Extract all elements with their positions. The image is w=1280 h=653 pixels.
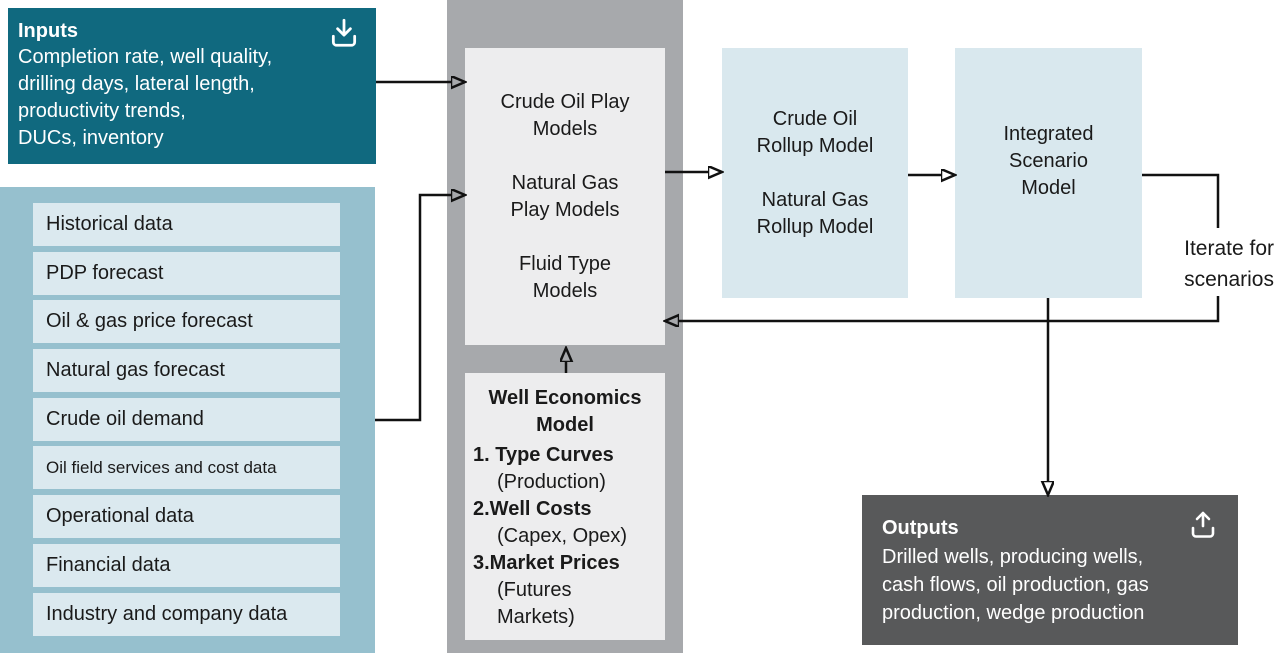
upload-icon bbox=[1191, 511, 1215, 538]
download-icon bbox=[331, 18, 357, 47]
data-source-label: Industry and company data bbox=[46, 602, 288, 625]
integrated-scenario-box: Integrated Scenario Model bbox=[955, 48, 1142, 298]
well-economics-item-detail: (Futures Markets) bbox=[497, 579, 575, 628]
inputs-box: Inputs Completion rate, well quality, dr… bbox=[8, 8, 376, 164]
well-economics-box: Well Economics Model 1. Type Curves (Pro… bbox=[465, 373, 665, 640]
integrated-scenario-label: Integrated Scenario Model bbox=[1003, 122, 1094, 199]
data-source-label: Oil & gas price forecast bbox=[46, 310, 253, 333]
data-source-label: Operational data bbox=[46, 505, 194, 528]
well-economics-item-label: 2.Well Costs bbox=[473, 498, 592, 520]
data-source-label: Historical data bbox=[46, 213, 173, 235]
data-source-item: Oil & gas price forecast bbox=[33, 300, 340, 344]
iterate-loop-line-top bbox=[1142, 173, 1220, 228]
iterate-label: Iterate for scenarios bbox=[1184, 237, 1274, 291]
rollup-models-label: Crude Oil Rollup Model bbox=[756, 107, 874, 157]
data-source-item: Crude oil demand bbox=[33, 397, 340, 441]
outputs-title: Outputs bbox=[882, 517, 959, 539]
well-economics-item-label: 3.Market Prices bbox=[473, 552, 620, 574]
data-source-item: Natural gas forecast bbox=[33, 349, 340, 393]
rollup-models-box: Crude Oil Rollup Model Natural Gas Rollu… bbox=[722, 48, 908, 298]
play-models-label: Crude Oil Play Models bbox=[500, 90, 630, 140]
well-economics-item-label: 1. Type Curves bbox=[473, 444, 614, 466]
well-economics-item: 3.Market Prices (Futures Markets) bbox=[473, 550, 657, 631]
well-economics-item: 2.Well Costs (Capex, Opex) bbox=[473, 496, 657, 550]
play-models-box: Crude Oil Play Models Natural Gas Play M… bbox=[465, 48, 665, 345]
inputs-description: Completion rate, well quality, drilling … bbox=[18, 46, 273, 149]
outputs-description: Drilled wells, producing wells, cash flo… bbox=[882, 546, 1149, 624]
well-economics-item-detail: (Production) bbox=[497, 471, 606, 493]
data-source-label: Oil field services and cost data bbox=[46, 457, 277, 477]
data-source-item: Oil field services and cost data bbox=[33, 446, 340, 490]
data-source-label: Crude oil demand bbox=[46, 407, 204, 430]
data-source-label: Natural gas forecast bbox=[46, 359, 225, 382]
play-models-label: Fluid Type Models bbox=[519, 252, 611, 302]
inputs-title: Inputs bbox=[18, 20, 78, 42]
arrow-iterate-to-play-models bbox=[678, 296, 1220, 321]
data-source-item: Financial data bbox=[33, 543, 340, 587]
rollup-models-label: Natural Gas Rollup Model bbox=[756, 188, 874, 238]
data-source-item: Historical data bbox=[33, 203, 340, 246]
data-source-item: Industry and company data bbox=[33, 592, 340, 636]
well-economics-title: Well Economics Model bbox=[488, 387, 642, 436]
arrow-data-to-play-models bbox=[375, 195, 452, 422]
data-source-item: PDP forecast bbox=[33, 251, 340, 295]
play-models-label: Natural Gas Play Models bbox=[510, 171, 620, 221]
data-source-item: Operational data bbox=[33, 495, 340, 539]
data-source-label: Financial data bbox=[46, 553, 171, 576]
outputs-box: Outputs Drilled wells, producing wells, … bbox=[862, 495, 1238, 645]
well-economics-item-detail: (Capex, Opex) bbox=[497, 525, 628, 547]
data-source-label: PDP forecast bbox=[46, 261, 164, 284]
well-economics-item: 1. Type Curves (Production) bbox=[473, 442, 657, 496]
data-sources-panel: Historical data PDP forecast Oil & gas p… bbox=[0, 187, 375, 653]
